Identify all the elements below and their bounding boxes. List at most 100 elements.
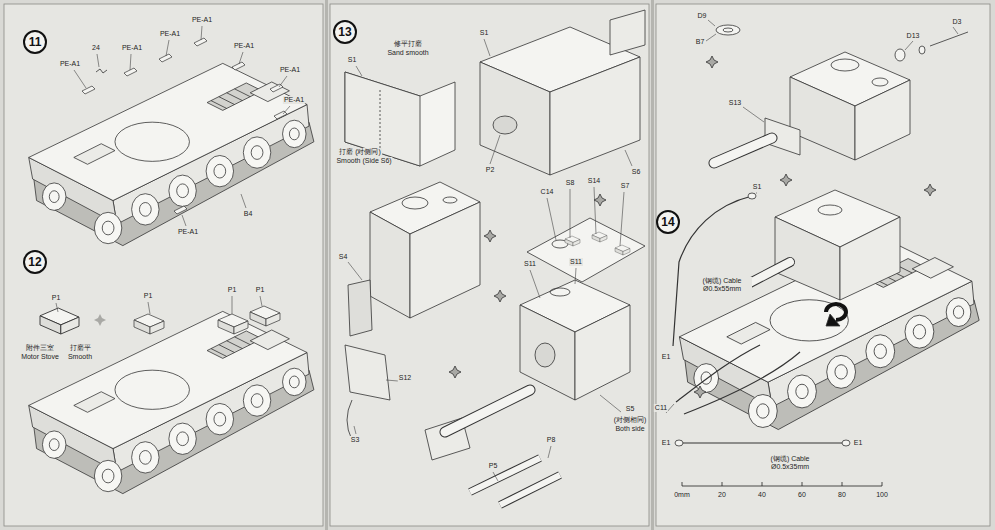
step-14-assembly-part-part: [743, 107, 764, 122]
step-13-turret-part: [347, 400, 352, 440]
step-14-assembly-part: [818, 205, 842, 215]
step-11-hull-part: [96, 69, 107, 73]
part-label: Motor Stove: [20, 353, 60, 361]
part-label: P1: [255, 286, 266, 294]
step-13-turret-part: [575, 305, 630, 400]
step-12-hull-part: [40, 308, 79, 334]
step-12-hull-part-part: [56, 303, 58, 312]
step-12-hull-part-part: [260, 296, 262, 306]
step-14-assembly-part: [714, 138, 772, 163]
part-label: 打磨 (对侧同): [338, 148, 382, 156]
step-14-assembly-part-part: [756, 193, 757, 194]
step-14-assembly-part: [842, 440, 850, 446]
step-12-hull-part: [218, 314, 248, 334]
step-14-assembly-part: [676, 345, 760, 402]
step-13-turret-part-part: [354, 426, 356, 434]
part-label: S13: [728, 99, 742, 107]
step-11-hull-part: [270, 84, 283, 92]
part-label: PE-A1: [121, 44, 143, 52]
step-13-turret-part-part: [356, 66, 362, 76]
step-12-hull-part: [250, 306, 280, 326]
part-label: B4: [243, 210, 254, 218]
part-label: D3: [952, 18, 963, 26]
part-label: (钢缆) Cable Ø0.5x35mm: [760, 455, 820, 471]
step-11-hull: [29, 26, 314, 246]
step-13-turret-part: [443, 197, 457, 203]
part-label: 40: [757, 491, 767, 499]
part-label: PE-A1: [283, 96, 305, 104]
step-number-text: 12: [28, 256, 41, 268]
panels: [4, 0, 990, 530]
step-12-hull-part: [94, 314, 106, 326]
step-13-turret-part-part: [490, 135, 500, 164]
step-13-turret-part-part: [493, 472, 498, 481]
step-13-turret-part-part: [570, 189, 571, 238]
part-label: 80: [837, 491, 847, 499]
part-label: Sand smooth: [386, 49, 429, 57]
part-label: S11: [523, 260, 537, 268]
part-label: P2: [485, 166, 496, 174]
step-11-hull-part: [174, 206, 187, 214]
part-label: S1: [479, 29, 490, 37]
part-label: 0mm: [673, 491, 691, 499]
step-13-turret-part: [527, 218, 645, 282]
step-number: 13: [333, 20, 357, 44]
step-11-hull-part: [232, 62, 245, 70]
step-14-assembly-part-part: [905, 41, 913, 50]
step-number: 14: [656, 210, 680, 234]
step-14-assembly-part: [855, 80, 910, 160]
step-14-assembly-part: [694, 386, 706, 398]
step-14-assembly-part-part: [682, 486, 882, 487]
step-13-turret-part: [370, 212, 410, 318]
step-14-assembly-part: [682, 482, 882, 486]
step-14-assembly-part: [775, 217, 840, 300]
step-13-turret-part: [348, 39, 632, 481]
step-13-turret-part-part: [484, 39, 490, 56]
part-label: S14: [587, 177, 601, 185]
step-number: 11: [23, 30, 47, 54]
step-13-turret-part: [445, 390, 530, 432]
part-label: Both side: [614, 425, 645, 433]
step-14-assembly-part: [840, 217, 900, 300]
part-label: S1: [347, 56, 358, 64]
part-label: S4: [338, 253, 349, 261]
step-14-assembly-part: [723, 28, 733, 32]
part-label: 24: [91, 44, 101, 52]
part-label: P1: [227, 286, 238, 294]
step-14-assembly-part: [924, 184, 936, 196]
part-label: (钢缆) Cable Ø0.5x55mm: [692, 277, 752, 293]
step-13-turret-part-part: [620, 192, 624, 246]
step-12-hull-part: [56, 296, 262, 314]
step-number-text: 14: [661, 216, 674, 228]
step-13-turret-part: [410, 202, 480, 318]
step-13-turret-part: [348, 280, 372, 336]
part-label: S12: [398, 374, 412, 382]
step-number-text: 11: [29, 36, 42, 48]
part-label: P1: [143, 292, 154, 300]
step-13-turret-part: [550, 288, 570, 296]
step-11-hull-part: [159, 54, 172, 62]
step-14-assembly-part: [746, 262, 790, 285]
part-label: D13: [906, 32, 921, 40]
part-label: PE-A1: [191, 16, 213, 24]
step-14-assembly-part-part: [708, 20, 715, 26]
step-14-assembly-part: [673, 196, 752, 346]
step-number: 12: [23, 250, 47, 274]
part-label: S5: [625, 405, 636, 413]
step-11-hull-part-part: [279, 76, 287, 87]
step-12-hull: [29, 296, 314, 494]
part-label: D9: [697, 12, 708, 20]
step-11-hull-part-part: [241, 194, 246, 208]
step-11-hull-part: [194, 38, 207, 46]
step-13-turret-part: [594, 194, 606, 206]
step-11-hull-part-part: [166, 40, 169, 56]
part-label: 20: [717, 491, 727, 499]
step-14-assembly: [666, 20, 979, 486]
part-label: S11: [569, 258, 583, 266]
step-11-hull-part: [74, 26, 290, 226]
step-13-turret-part: [449, 366, 461, 378]
step-number-text: 13: [338, 26, 351, 38]
step-14-assembly-part: [666, 20, 958, 413]
